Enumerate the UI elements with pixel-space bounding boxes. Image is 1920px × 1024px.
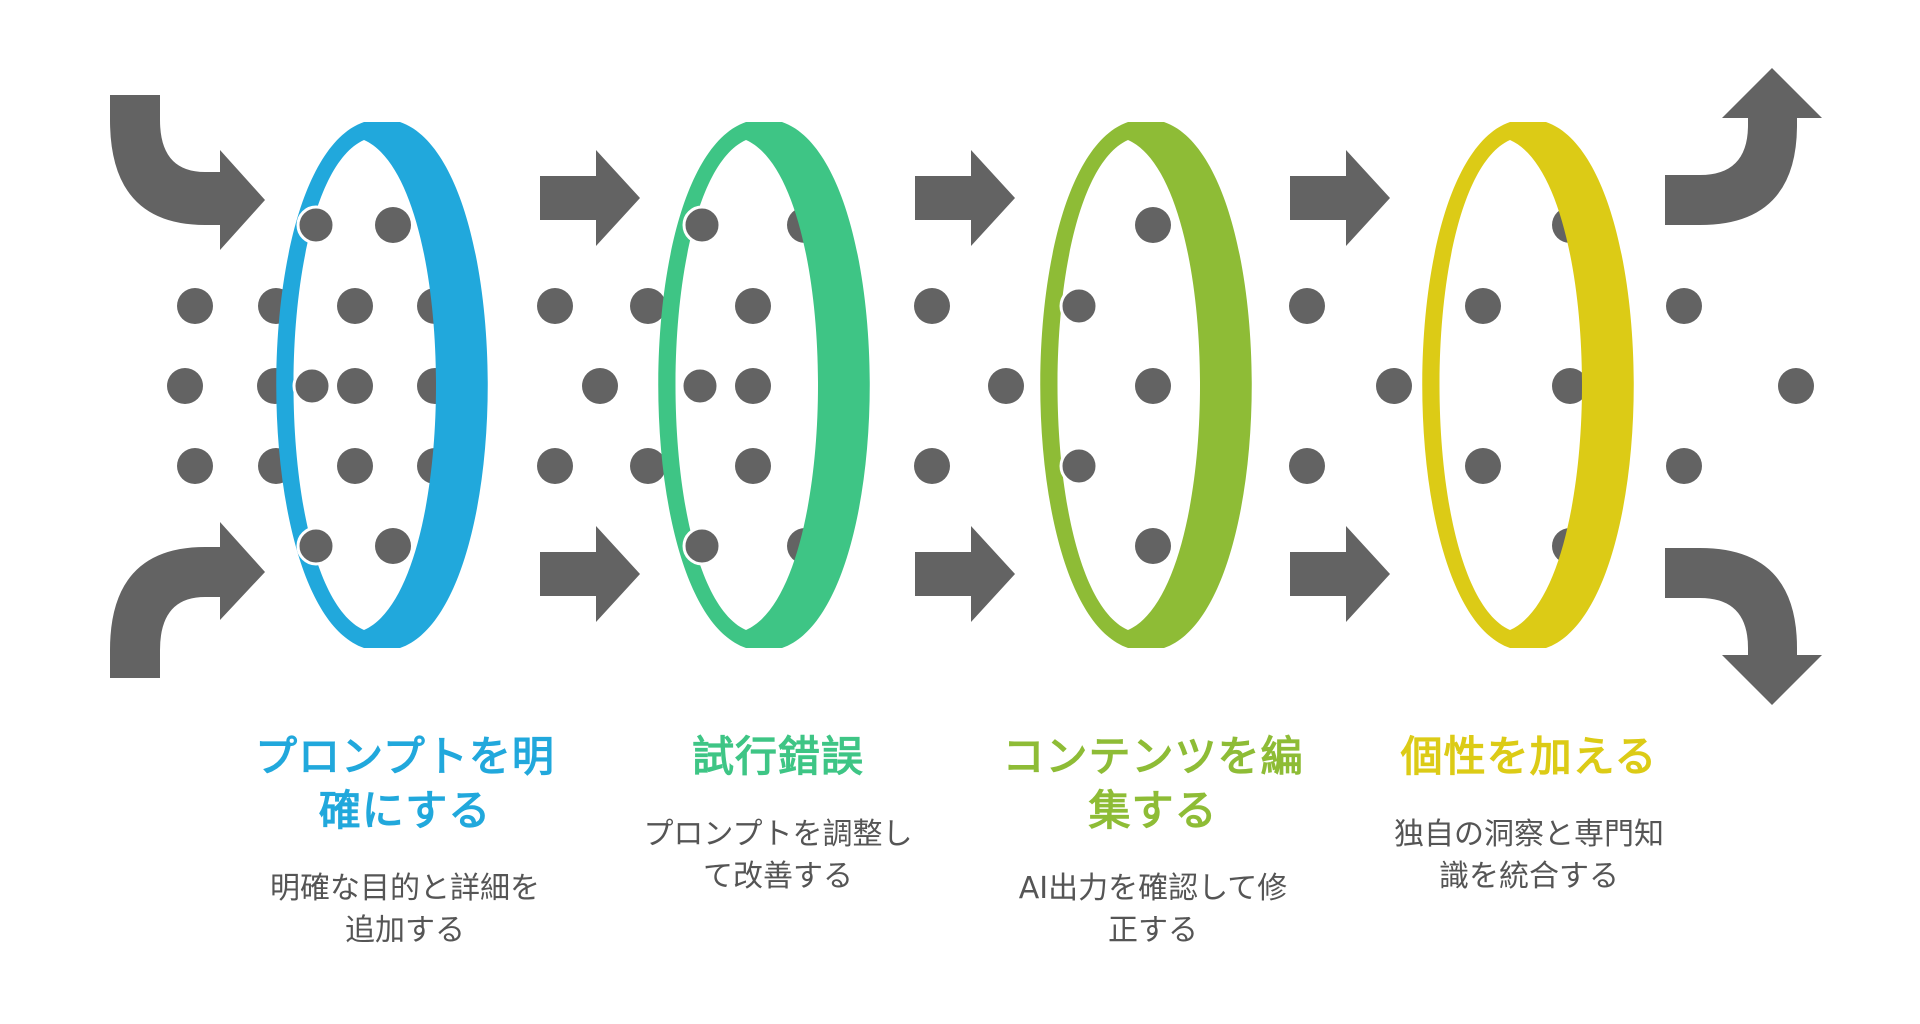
dot <box>1135 368 1171 404</box>
right-arrow-icon <box>1290 150 1390 246</box>
stage-description: AI出力を確認して修 正する <box>1018 871 1288 948</box>
filter-ring-2 <box>658 122 870 648</box>
stage-2: 試行錯誤 プロンプトを調整し て改善する <box>588 730 968 898</box>
stage-title: プロンプトを明 確にする <box>255 732 555 835</box>
dot <box>177 288 213 324</box>
dot <box>167 368 203 404</box>
right-arrow-icon <box>915 526 1015 622</box>
dot <box>1059 446 1099 486</box>
stage-4: 個性を加える 独自の洞察と専門知 識を統合する <box>1339 730 1719 898</box>
dot <box>1666 448 1702 484</box>
ring-overlap-dots <box>292 205 1099 566</box>
dot <box>630 448 666 484</box>
curved-arrow-out-icon <box>1665 548 1822 705</box>
stage-description: プロンプトを調整し て改善する <box>643 817 913 894</box>
dot <box>735 448 771 484</box>
dot <box>1135 207 1171 243</box>
stage-title: 試行錯誤 <box>691 732 864 781</box>
dot <box>1552 368 1588 404</box>
stage-3: コンテンツを編 集する AI出力を確認して修 正する <box>963 730 1343 952</box>
stage-description: 明確な目的と詳細を 追加する <box>270 871 540 948</box>
dot <box>582 368 618 404</box>
dot <box>337 288 373 324</box>
dot <box>1376 368 1412 404</box>
right-arrow-icon <box>540 526 640 622</box>
dot <box>1465 288 1501 324</box>
stage-title: コンテンツを編 集する <box>1002 732 1304 835</box>
curved-arrow-out-icon <box>1665 68 1822 225</box>
dot <box>1289 288 1325 324</box>
filter-ring-4 <box>1422 122 1634 648</box>
right-arrow-icon <box>1290 526 1390 622</box>
dot <box>375 207 411 243</box>
dot <box>735 368 771 404</box>
dot <box>296 526 336 566</box>
dot <box>1135 528 1171 564</box>
dot <box>375 528 411 564</box>
right-arrow-icon <box>915 150 1015 246</box>
dot <box>296 205 336 245</box>
flow-arrows <box>110 68 1822 705</box>
stage-title: 個性を加える <box>1400 732 1658 781</box>
dot <box>680 366 720 406</box>
dot <box>630 288 666 324</box>
dot <box>292 366 332 406</box>
dot <box>914 448 950 484</box>
stage-description: 独自の洞察と専門知 識を統合する <box>1394 817 1664 894</box>
dot <box>1289 448 1325 484</box>
dot <box>682 526 722 566</box>
dot <box>682 205 722 245</box>
dot <box>1059 286 1099 326</box>
filter-rings <box>276 122 1634 648</box>
dot <box>177 448 213 484</box>
dot <box>1666 288 1702 324</box>
dot <box>1465 448 1501 484</box>
filter-ring-3 <box>1040 122 1252 648</box>
curved-arrow-in-icon <box>110 522 265 678</box>
filter-ring-1 <box>276 122 488 648</box>
right-arrow-icon <box>540 150 640 246</box>
dot <box>337 368 373 404</box>
dot <box>914 288 950 324</box>
dot <box>988 368 1024 404</box>
dot <box>537 288 573 324</box>
dot <box>537 448 573 484</box>
stage-1: プロンプトを明 確にする 明確な目的と詳細を 追加する <box>215 730 595 952</box>
particle-dots <box>167 207 1814 564</box>
dot <box>1778 368 1814 404</box>
dot <box>337 448 373 484</box>
dot <box>735 288 771 324</box>
curved-arrow-in-icon <box>110 95 265 250</box>
